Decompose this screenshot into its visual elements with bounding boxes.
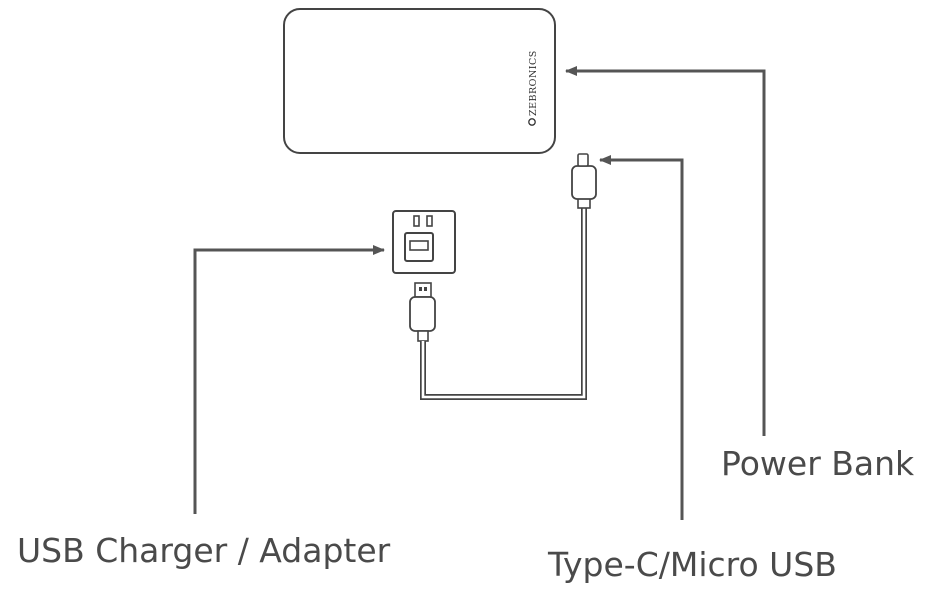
callout-power-bank-arrow [565,66,766,436]
label-type-c-micro-usb: Type-C/Micro USB [548,545,837,584]
usb-a-plug-pin-right [424,287,427,291]
brand-logo: ZEBRONICS [528,50,539,126]
adapter-usb-port-slot [409,240,429,251]
adapter-prong-right [426,215,433,227]
usb-a-strain-relief [417,330,429,342]
cable-wire-inner [421,207,586,399]
usb-a-plug-pin-left [419,287,422,291]
usb-a-plug-metal [414,282,432,298]
power-bank-body [283,8,556,154]
callout-type-c-arrow [599,155,684,520]
usb-cable [409,153,597,400]
usb-adapter [392,210,456,274]
brand-logo-mark-icon [528,118,536,126]
label-usb-charger-adapter: USB Charger / Adapter [17,531,391,570]
label-power-bank: Power Bank [721,444,915,483]
usb-a-plug-housing [409,296,436,332]
micro-plug-tip [577,153,589,167]
adapter-prong-left [413,215,420,227]
micro-plug-housing [571,165,597,200]
callout-adapter-arrow [193,245,385,514]
brand-logo-text: ZEBRONICS [528,50,539,116]
power-bank: ZEBRONICS [283,8,556,154]
